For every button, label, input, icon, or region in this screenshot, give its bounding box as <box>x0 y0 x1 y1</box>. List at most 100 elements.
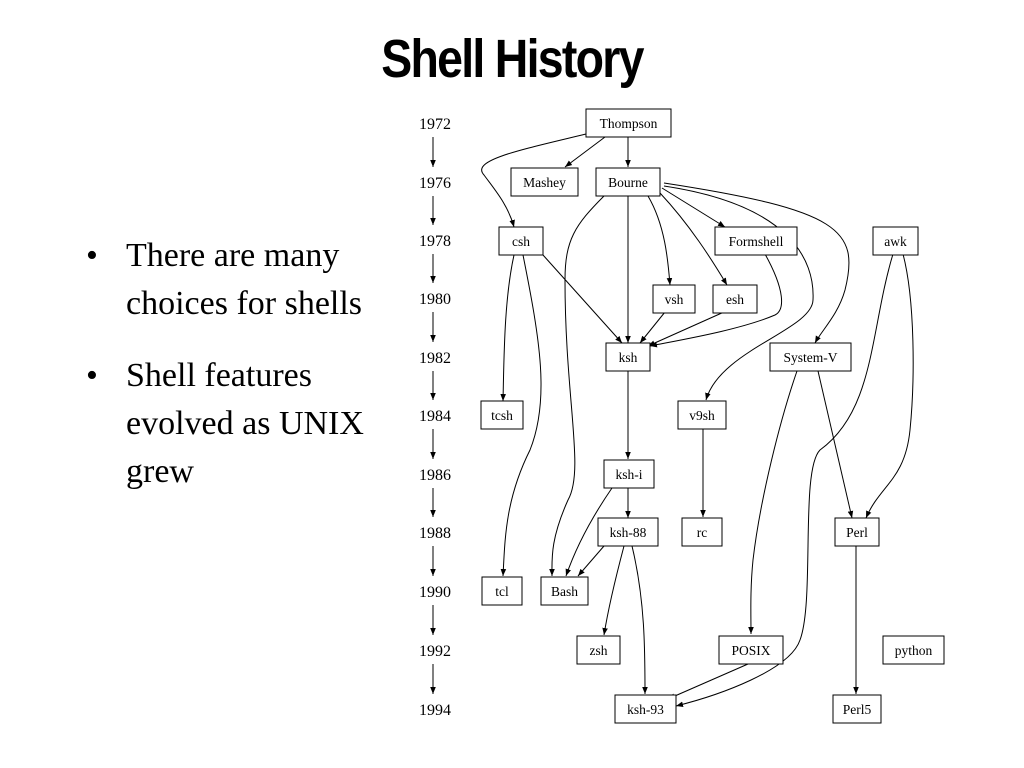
node-ksh: ksh <box>605 342 651 372</box>
node-thompson: Thompson <box>585 108 672 138</box>
edge-csh-tcl <box>500 254 542 577</box>
edge-ksh88-ksh93 <box>631 545 648 695</box>
node-label: ksh-88 <box>610 525 647 540</box>
node-label: ksh <box>619 350 638 365</box>
edge-esh-ksh <box>647 311 725 347</box>
node-box <box>480 400 524 430</box>
node-bourne: Bourne <box>595 167 661 197</box>
node-box <box>603 459 655 489</box>
edge-posix-ksh93 <box>667 663 749 700</box>
node-kshi: ksh-i <box>603 459 655 489</box>
node-box <box>712 284 758 314</box>
node-label: csh <box>512 234 530 249</box>
node-zsh: zsh <box>576 635 621 665</box>
edge-csh-ksh <box>542 254 623 344</box>
node-box <box>882 635 945 665</box>
node-label: POSIX <box>731 643 770 658</box>
node-label: Thompson <box>600 116 658 131</box>
node-label: Perl <box>846 525 868 540</box>
bullet-list: • There are many choices for shells •Shel… <box>86 232 386 520</box>
edge-bourne-vsh <box>647 195 673 286</box>
node-formshell: Formshell <box>714 226 798 256</box>
edge-thompson-mashey <box>564 136 606 168</box>
edge-awk-ksh93 <box>675 253 894 708</box>
edge-vsh-ksh <box>639 311 666 344</box>
node-tcl: tcl <box>481 576 523 606</box>
node-box <box>498 226 544 256</box>
bullet-dot-icon: • <box>86 237 98 274</box>
year-label: 1990 <box>419 584 451 601</box>
year-label: 1982 <box>419 350 451 367</box>
node-box <box>576 635 621 665</box>
node-label: python <box>895 643 933 658</box>
node-label: Perl5 <box>843 702 872 717</box>
year-label: 1976 <box>419 175 451 192</box>
edge-ksh88-bash <box>577 545 605 577</box>
node-label: ksh-i <box>616 467 643 482</box>
year-label: 1984 <box>419 408 451 425</box>
node-ksh88: ksh-88 <box>597 517 659 547</box>
bullet-item: • There are many choices for shells <box>86 232 386 328</box>
timeline: 1972 1976 1978 1980 1982 1984 1986 1988 … <box>419 116 451 719</box>
node-box <box>614 694 677 724</box>
year-label: 1978 <box>419 233 451 250</box>
edge-systemv-posix <box>748 370 798 635</box>
edge-awk-perl <box>865 253 914 519</box>
node-box <box>834 517 880 547</box>
edge-bourne-v9sh <box>663 185 814 401</box>
node-mashey: Mashey <box>510 167 579 197</box>
node-box <box>597 517 659 547</box>
node-box <box>595 167 661 197</box>
node-esh: esh <box>712 284 758 314</box>
node-perl5: Perl5 <box>832 694 882 724</box>
node-awk: awk <box>872 226 919 256</box>
node-posix: POSIX <box>718 635 784 665</box>
node-label: tcsh <box>491 408 513 423</box>
node-box <box>677 400 727 430</box>
year-label: 1988 <box>419 525 451 542</box>
edge-bourne-systemv <box>663 182 850 344</box>
bullet-item: •Shell features evolved as UNIX grew <box>86 352 386 496</box>
node-python: python <box>882 635 945 665</box>
node-v9sh: v9sh <box>677 400 727 430</box>
node-vsh: vsh <box>652 284 696 314</box>
node-box <box>481 576 523 606</box>
node-label: ksh-93 <box>627 702 664 717</box>
edges <box>481 133 914 708</box>
node-box <box>832 694 882 724</box>
node-box <box>652 284 696 314</box>
node-box <box>872 226 919 256</box>
node-label: rc <box>697 525 708 540</box>
edge-csh-tcsh <box>500 254 515 402</box>
node-perl: Perl <box>834 517 880 547</box>
node-box <box>510 167 579 197</box>
node-systemv: System-V <box>769 342 852 372</box>
edge-bourne-formshell <box>661 187 726 228</box>
node-box <box>718 635 784 665</box>
edge-systemv-perl <box>817 370 854 519</box>
bullet-text: There are many choices for shells <box>126 237 363 322</box>
node-label: Bash <box>551 584 578 599</box>
node-box <box>585 108 672 138</box>
node-label: awk <box>884 234 907 249</box>
edge-formshell-ksh <box>649 253 783 348</box>
node-ksh93: ksh-93 <box>614 694 677 724</box>
edge-ksh88-zsh <box>602 545 625 636</box>
nodes: Thompson Mashey Bourne csh Formshell awk… <box>480 108 945 724</box>
node-box <box>540 576 589 606</box>
edge-bourne-esh <box>659 192 728 286</box>
node-label: vsh <box>665 292 684 307</box>
node-box <box>714 226 798 256</box>
node-label: Bourne <box>608 175 648 190</box>
node-label: System-V <box>784 350 838 365</box>
year-label: 1992 <box>419 643 451 660</box>
slide-title: Shell History <box>381 29 644 89</box>
node-rc: rc <box>681 517 723 547</box>
year-label: 1994 <box>419 702 451 719</box>
node-label: Mashey <box>523 175 566 190</box>
node-box <box>769 342 852 372</box>
year-label: 1986 <box>419 467 451 484</box>
edge-kshi-bash <box>565 487 613 577</box>
node-label: zsh <box>590 643 608 658</box>
